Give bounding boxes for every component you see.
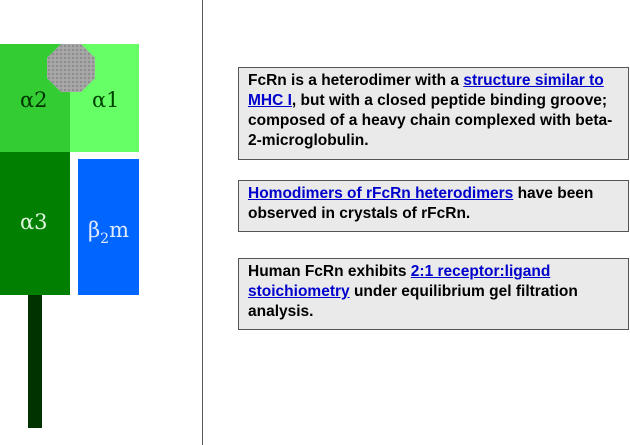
note-text: under equilibrium gel filtration analysi… — [248, 283, 578, 320]
alpha3-domain — [0, 152, 70, 295]
beta2m-label: β2m — [88, 218, 129, 247]
beta2m-label-subscript: 2 — [100, 231, 110, 247]
note-box-homodimers: Homodimers of rFcRn heterodimers have be… — [238, 180, 629, 232]
structure-link[interactable]: structure similar to MHC I — [248, 72, 604, 109]
note-text: FcRn is a heterodimer with a — [248, 72, 464, 89]
note-text: have been observed in crystals of rFcRn. — [248, 185, 594, 222]
alpha2-label: α2 — [20, 88, 48, 112]
transmembrane-stem — [28, 295, 42, 428]
stoichiometry-link[interactable]: 2:1 receptor:ligand stoichiometry — [248, 263, 551, 300]
beta2m-label-tail: m — [109, 218, 129, 242]
closed-groove-octagon — [47, 44, 95, 92]
note-text: Human FcRn exhibits — [248, 263, 411, 280]
alpha1-label: α1 — [92, 88, 120, 112]
beta2-microglobulin-domain — [78, 159, 139, 295]
note-box-stoichiometry: Human FcRn exhibits 2:1 receptor:ligand … — [238, 258, 629, 330]
alpha3-label: α3 — [20, 210, 48, 234]
vertical-divider — [202, 0, 203, 445]
homodimers-link[interactable]: Homodimers of rFcRn heterodimers — [248, 185, 514, 202]
note-box-structure: FcRn is a heterodimer with a structure s… — [238, 67, 629, 160]
beta2m-label-base: β — [88, 218, 101, 242]
note-text: , but with a closed peptide binding groo… — [248, 92, 613, 149]
